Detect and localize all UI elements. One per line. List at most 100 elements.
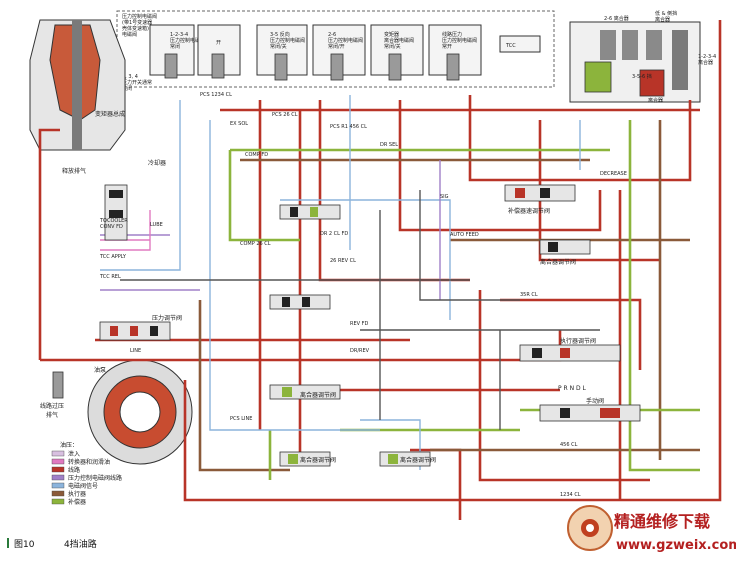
clutch-356-label: 3-5-6 挡 [632, 73, 652, 80]
passage-7: TCC APPLY [99, 254, 127, 260]
solenoid-6-l3: 常开 [442, 43, 452, 50]
exhaust-label: 释放排气 [62, 167, 86, 175]
filter-line-1: 线路过压 [40, 402, 64, 410]
tcc-solenoid: TCC [499, 35, 541, 53]
solenoid-6: 线路压力 压力控制电磁阀 常开 [428, 24, 482, 81]
legend-item-2: 线路 [51, 466, 80, 474]
low-rev-label: 低 & 倒挡 [655, 10, 677, 17]
solenoid-1: 1-2-3-4 压力控制电磁阀 常闭 [149, 24, 205, 79]
figure-number: 图10 [14, 539, 35, 550]
legend-label-5: 执行器 [68, 490, 86, 498]
manual-valve-label: 手动阀 [586, 397, 604, 405]
passage-3: COMP FD [245, 152, 268, 158]
note-line-3: 壳体变速箱) [122, 25, 149, 32]
passage-16: 35R CL [520, 292, 538, 298]
solenoid-3-l1: 3-5 反向 [270, 31, 290, 38]
clutch-1234-label: 1-2-3-4 [698, 54, 716, 60]
tcc-regulator-valve: 离合器调节阀 [539, 239, 591, 266]
valve-bodies: 压力调节阀 补偿器速调节阀 执行器调节阀 [99, 184, 641, 467]
shift-valve-c: 离合器调节阀 [379, 451, 436, 467]
legend-label-0: 泄入 [68, 450, 80, 458]
solenoid-1-l3: 常闭 [170, 43, 180, 50]
solenoid-5-l2: 离合器电磁阀 [384, 37, 414, 44]
solenoid-4-l1: 2-6 [328, 32, 336, 38]
passage-17: PCS LINE [230, 416, 252, 422]
passage-14: 1234 CL [560, 492, 581, 498]
oil-pump: 油泵 [87, 359, 193, 465]
shift-valve-a: 离合器调节阀 [269, 384, 341, 400]
passage-8: TCC REL [99, 274, 121, 280]
watermark-cn: 精通维修下载 [614, 512, 710, 531]
solenoid-5-l1: 变矩器 [384, 31, 399, 38]
solenoid-3-l3: 常闭/关 [270, 43, 287, 50]
solenoid-2-l1: 开 [216, 40, 221, 46]
actuator-routes [198, 120, 700, 472]
solenoid-3-l2: 压力控制电磁阀 [270, 37, 305, 44]
passage-0: PCS 1234 CL [200, 92, 232, 98]
clutch-356-sub: 离合器 [648, 97, 663, 104]
passage-19: REV FD [350, 321, 369, 327]
passage-22: TOCOOLER [99, 218, 128, 224]
passage-13: 26 REV CL [330, 258, 356, 264]
boost-valve: 补偿器速调节阀 [504, 184, 576, 215]
valve-c-label: 离合器调节阀 [400, 456, 436, 464]
legend-heading: 油压： [60, 441, 78, 449]
passage-labels: PCS 1234 CL PCS R1 456 CL EX SOL COMP FD… [99, 92, 627, 498]
passage-9: DR/REV [350, 348, 370, 354]
note-line-1: 压力控制电磁阀 [122, 13, 157, 20]
valve-b-label: 离合器调节阀 [300, 456, 336, 464]
clutch-assembly: 2-6 离合器 低 & 倒挡 离合器 1-2-3-4 离合器 3-5-6 挡 离… [569, 10, 716, 104]
switch-line-1: 2, 3, 4 [122, 74, 138, 80]
passage-18: SIG [440, 194, 449, 200]
legend-label-4: 电磁阀信号 [68, 482, 98, 490]
legend-item-1: 转换器和润滑油 [51, 458, 110, 466]
passage-6: LINE [130, 348, 141, 354]
manual-valve: 手动阀 P R N D L [539, 385, 641, 422]
pressure-regulator-valve: 压力调节阀 [99, 314, 182, 341]
filter-line-2: 排气 [46, 411, 58, 419]
solenoid-6-l1: 线路压力 [442, 31, 462, 38]
clutch-26-label: 2-6 离合器 [604, 15, 629, 22]
solenoid-3: 3-5 反向 压力控制电磁阀 常闭/关 [256, 24, 308, 81]
actuator-valve: 执行器调节阀 [519, 337, 621, 362]
solenoid-panel: 压力控制电磁阀 (带1号变速器 壳体变速箱) 电磁阀 2, 3, 4 压力开关通… [116, 10, 555, 92]
tcc-valve [104, 184, 128, 241]
solenoid-2: 开 [197, 24, 241, 79]
legend-label-2: 线路 [68, 466, 80, 474]
site-watermark: 精通维修下载 www.gzweix.com [567, 505, 736, 553]
passage-10: COMP 26 CL [240, 241, 271, 247]
note-line-4: 电磁阀 [122, 31, 137, 38]
valve-row-2 [269, 294, 331, 310]
figure-caption: 图10 4挡油路 [7, 538, 97, 550]
cooler-label: 冷却器 [148, 159, 166, 167]
legend-item-0: 泄入 [51, 450, 80, 458]
passage-11: DR 2 CL FD [320, 231, 348, 237]
passage-12: AUTO FEED [450, 232, 479, 238]
valve-a-label: 离合器调节阀 [300, 391, 336, 399]
solenoid-1-l2: 压力控制电磁阀 [170, 37, 205, 44]
solenoid-1-l1: 1-2-3-4 [170, 32, 188, 38]
legend-item-5: 执行器 [51, 490, 86, 498]
solenoid-4-l2: 压力控制电磁阀 [328, 37, 363, 44]
shift-valve-b: 离合器调节阀 [279, 451, 336, 467]
watermark-url: www.gzweix.com [616, 538, 736, 553]
passage-4: DR SEL [380, 142, 398, 148]
legend-label-6: 补偿器 [68, 498, 86, 506]
actuator-valve-label: 执行器调节阀 [560, 337, 596, 345]
exhaust-routes [120, 190, 600, 430]
pressure-regulator-label: 压力调节阀 [152, 314, 182, 322]
passage-2: EX SOL [230, 121, 248, 127]
passage-20: CONV FD [100, 224, 123, 230]
passage-15: 456 CL [560, 442, 578, 448]
switch-line-2: 压力开关通常 [122, 79, 152, 86]
passage-23: DECREASE [600, 171, 627, 177]
prndl-label: P R N D L [558, 385, 587, 392]
legend-item-3: 压力控制电磁阀线路 [51, 474, 122, 482]
solenoid-5: 变矩器 离合器电磁阀 常闭/关 [370, 24, 424, 81]
passage-1: PCS R1 456 CL [330, 124, 367, 130]
legend-item-6: 补偿器 [51, 498, 86, 506]
filter: 线路过压 排气 [40, 371, 64, 419]
converter-title: 变矩器总成 [95, 110, 125, 118]
legend-label-3: 压力控制电磁阀线路 [68, 474, 122, 482]
